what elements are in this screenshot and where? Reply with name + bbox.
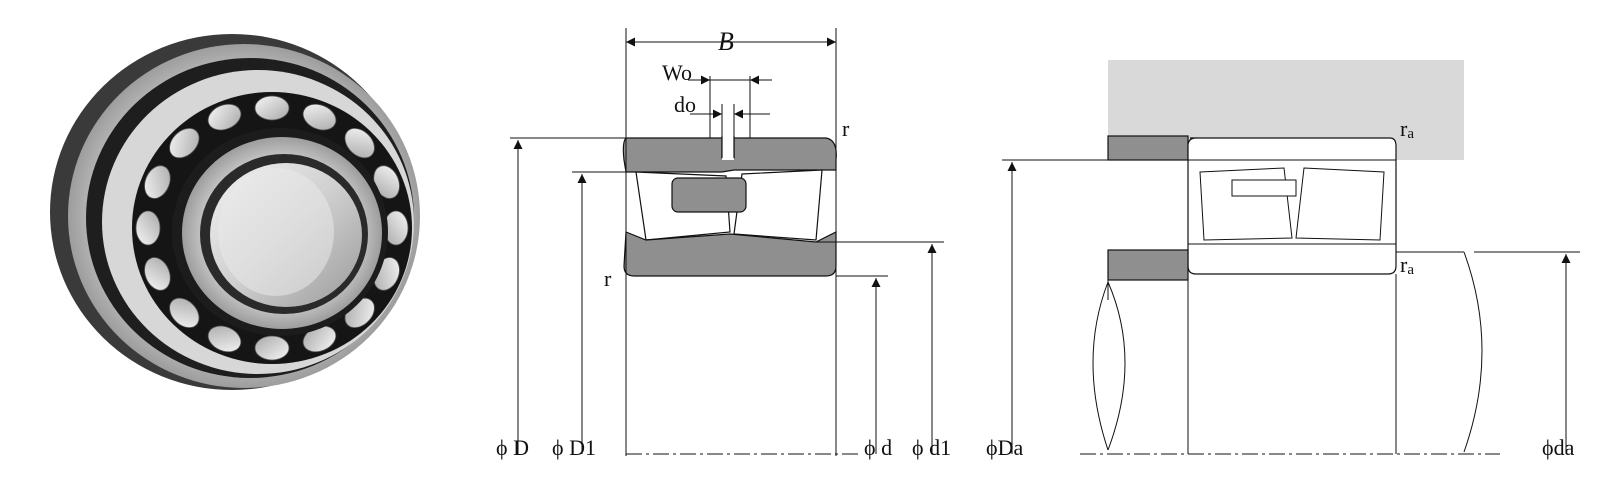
label-housing-dia: ϕDa: [986, 435, 1023, 460]
roller: [207, 103, 242, 131]
mounting-drawing: [1002, 60, 1580, 455]
label-outer-dia: ϕ D: [496, 435, 529, 460]
oil-hole: [722, 136, 734, 160]
roller: [302, 103, 337, 131]
label-oil-groove-width: Wo: [662, 60, 692, 85]
label-fillet-bottom: ra: [1400, 252, 1414, 278]
mount-roller-right: [1295, 167, 1385, 241]
roller-set: [135, 95, 409, 361]
roller: [144, 165, 171, 199]
cage-section: [671, 177, 747, 213]
roller: [135, 210, 161, 246]
roller: [344, 127, 375, 159]
housing-shoulder: [1107, 135, 1189, 161]
bearing-cross-section: [510, 28, 944, 456]
label-chamfer-outer: r: [842, 116, 850, 141]
label-chamfer-inner: r: [604, 266, 612, 291]
roller: [254, 335, 290, 361]
mount-cage: [1231, 179, 1297, 197]
label-oil-hole-dia: do: [674, 92, 696, 117]
roller: [144, 257, 171, 291]
roller: [169, 127, 200, 159]
label-width: B: [718, 27, 734, 56]
bore-highlight: [218, 168, 334, 296]
mount-roller-left: [1199, 167, 1293, 241]
label-fillet-top: ra: [1400, 116, 1414, 142]
roller: [207, 325, 242, 353]
bearing-photo: [50, 34, 420, 390]
roller: [169, 297, 200, 329]
roller-right: [733, 169, 823, 241]
label-bore-dia: ϕ d: [864, 435, 892, 460]
roller: [254, 95, 290, 121]
shaft-shoulder: [1107, 249, 1189, 281]
label-outer-ring-dia: ϕ D1: [552, 435, 596, 460]
label-inner-ring-dia: ϕ d1: [912, 435, 951, 460]
label-shaft-dia: ϕda: [1542, 435, 1575, 460]
